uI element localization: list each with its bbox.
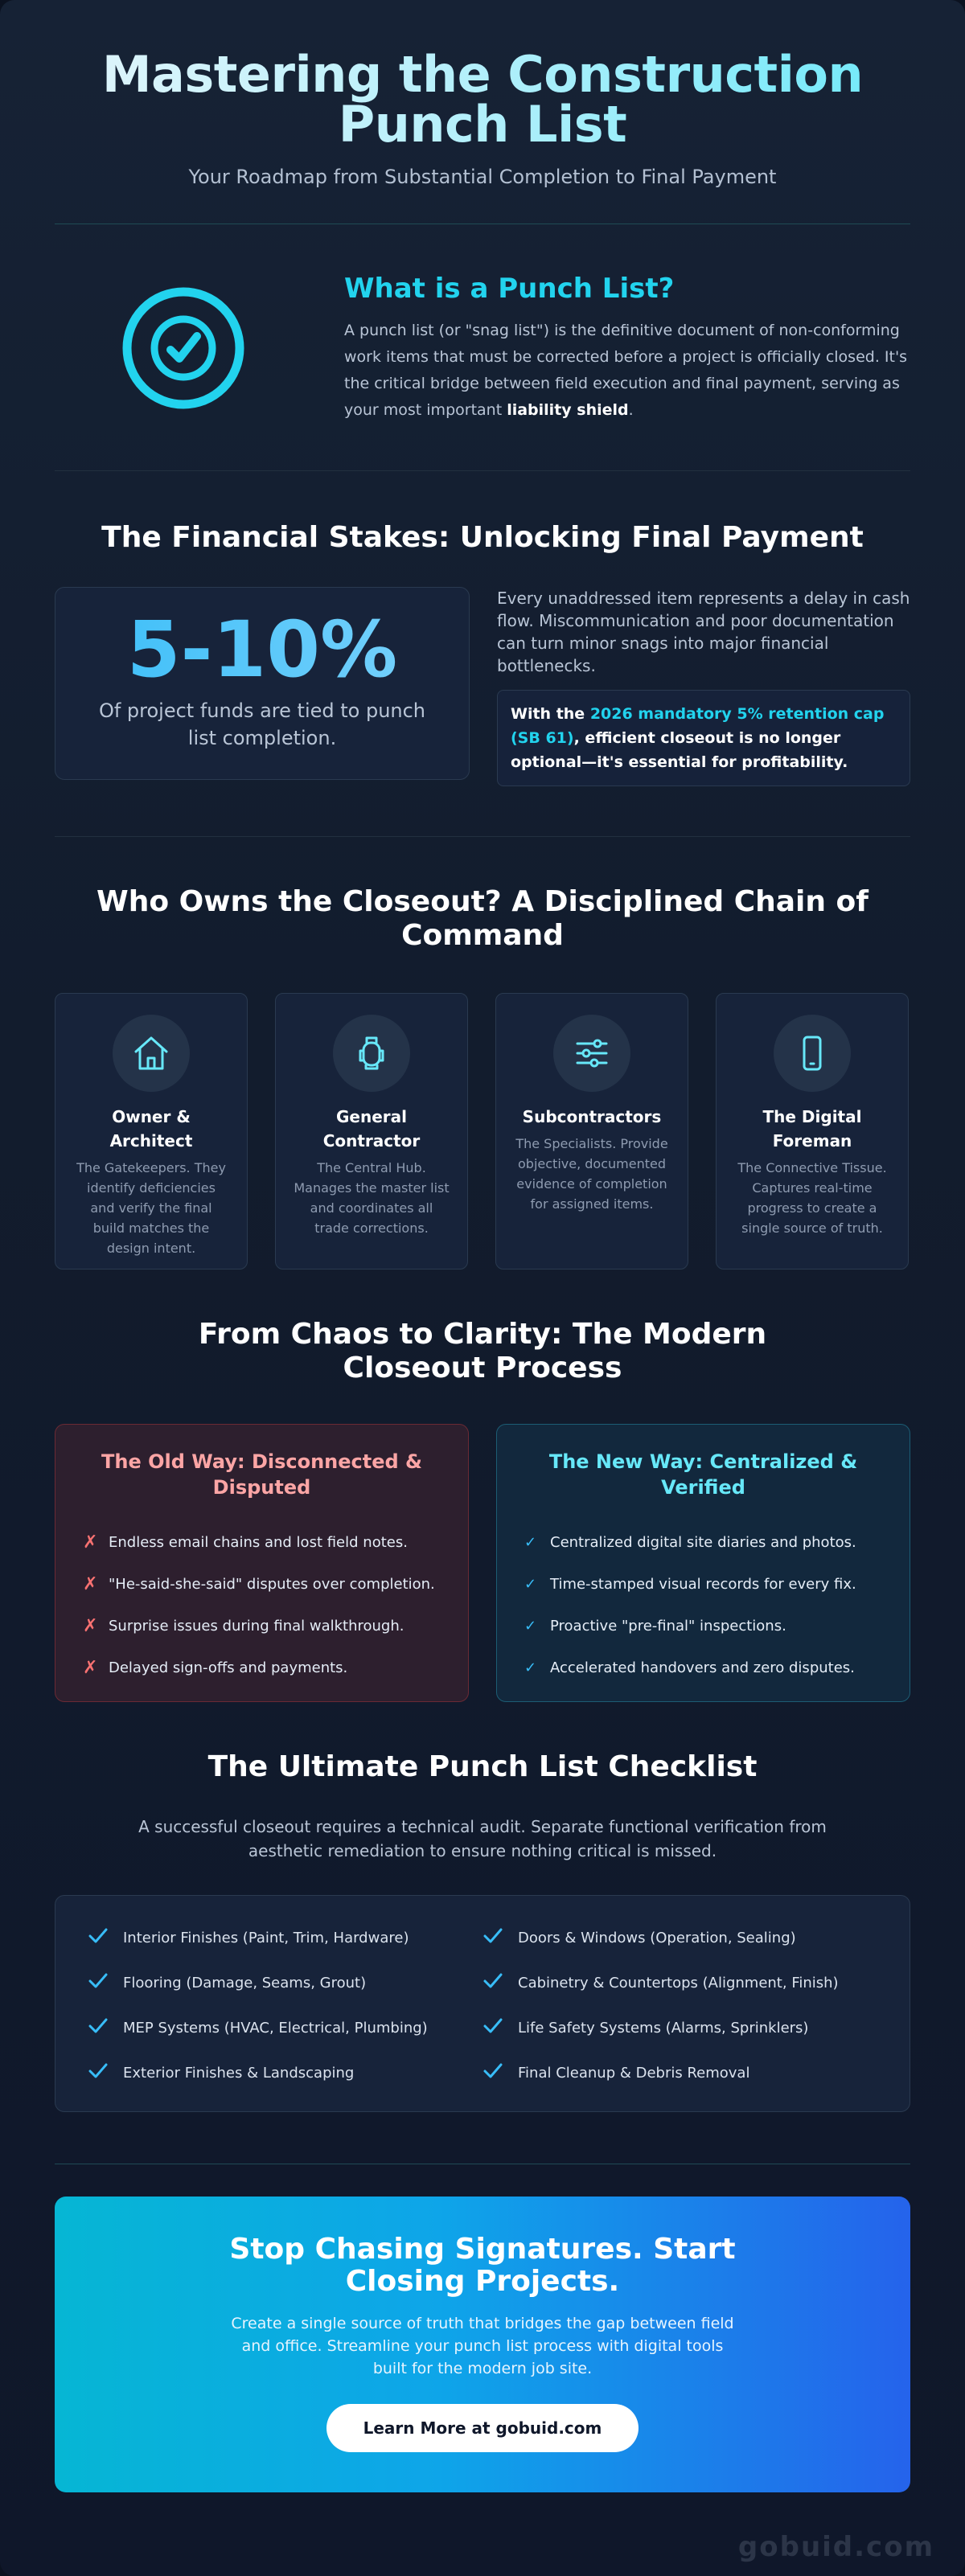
divider (55, 470, 910, 471)
financial-title: The Financial Stakes: Unlocking Final Pa… (101, 521, 864, 554)
list-item: ✗Surprise issues during final walkthroug… (83, 1615, 404, 1636)
x-mark-icon: ✗ (83, 1615, 98, 1636)
old-way-title: The Old Way: Disconnected & Disputed (101, 1450, 422, 1499)
x-mark-icon: ✗ (83, 1657, 98, 1678)
cta-title: Stop Chasing Signatures. Start Closing P… (229, 2233, 736, 2298)
checklist-item: Life Safety Systems (Alarms, Sprinklers) (482, 2005, 877, 2050)
list-item: ✓Centralized digital site diaries and ph… (524, 1533, 856, 1551)
stat-caption: Of project funds are tied to punch list … (98, 699, 426, 749)
checklist-item: Interior Finishes (Paint, Trim, Hardware… (88, 1915, 482, 1960)
cta-body: Create a single source of truth that bri… (231, 2315, 734, 2377)
chain-title: Who Owns the Closeout? A Disciplined Cha… (96, 885, 868, 952)
check-icon (482, 2017, 518, 2039)
checklist-box: Interior Finishes (Paint, Trim, Hardware… (55, 1895, 910, 2112)
check-icon (88, 1927, 123, 1949)
house-icon (113, 1015, 190, 1092)
what-is-title: What is a Punch List? (344, 273, 675, 305)
role-title: General Contractor (322, 1107, 421, 1151)
hero-header: Mastering the Construction Punch List Yo… (0, 0, 965, 188)
check-icon (88, 2062, 123, 2084)
stat-card: 5-10% Of project funds are tied to punch… (55, 587, 470, 780)
process-title: From Chaos to Clarity: The Modern Closeo… (198, 1318, 767, 1384)
check-mark-icon: ✓ (524, 1659, 537, 1676)
check-mark-icon: ✓ (524, 1617, 537, 1635)
list-item: ✓Accelerated handovers and zero disputes… (524, 1659, 855, 1676)
hard-hat-icon (333, 1015, 410, 1092)
checklist-intro: A successful closeout requires a technic… (138, 1817, 827, 1860)
new-way-card: The New Way: Centralized & Verified ✓Cen… (496, 1424, 910, 1702)
what-is-section: What is a Punch List? A punch list (or "… (0, 224, 965, 470)
title-line-2: Punch List (338, 95, 627, 154)
list-item: ✗Endless email chains and lost field not… (83, 1532, 408, 1553)
role-card-subcontractors: Subcontractors The Specialists. Provide … (495, 993, 688, 1270)
role-card-owner: Owner & Architect The Gatekeepers. They … (55, 993, 248, 1270)
check-mark-icon: ✓ (524, 1575, 537, 1593)
role-desc: The Specialists. Provide objective, docu… (515, 1136, 668, 1212)
check-mark-icon: ✓ (524, 1533, 537, 1551)
check-icon (482, 1972, 518, 1994)
stat-value: 5-10% (55, 605, 469, 694)
page-title: Mastering the Construction Punch List (0, 50, 965, 150)
retention-highlight: 2026 mandatory 5% retention cap (SB 61) (511, 705, 885, 747)
cta-banner: Stop Chasing Signatures. Start Closing P… (55, 2197, 910, 2492)
old-way-card: The Old Way: Disconnected & Disputed ✗En… (55, 1424, 469, 1702)
divider (55, 836, 910, 837)
x-mark-icon: ✗ (83, 1573, 98, 1594)
retention-callout: With the 2026 mandatory 5% retention cap… (497, 690, 910, 786)
checklist-item: Flooring (Damage, Seams, Grout) (88, 1960, 482, 2005)
financial-section: The Financial Stakes: Unlocking Final Pa… (0, 471, 965, 836)
checklist-item: Final Cleanup & Debris Removal (482, 2050, 877, 2095)
page-subtitle: Your Roadmap from Substantial Completion… (188, 166, 777, 188)
process-section: From Chaos to Clarity: The Modern Closeo… (0, 1270, 965, 1702)
checklist-item: Doors & Windows (Operation, Sealing) (482, 1915, 877, 1960)
check-icon (88, 2017, 123, 2039)
role-title: Owner & Architect (109, 1107, 193, 1151)
role-title: The Digital Foreman (762, 1107, 862, 1151)
financial-text: Every unaddressed item represents a dela… (497, 589, 910, 675)
x-mark-icon: ✗ (83, 1532, 98, 1553)
watermark: gobuid.com (737, 2531, 934, 2563)
list-item: ✓Proactive "pre-final" inspections. (524, 1617, 786, 1635)
check-icon (482, 2062, 518, 2084)
new-way-title: The New Way: Centralized & Verified (548, 1450, 858, 1499)
learn-more-button[interactable]: Learn More at gobuid.com (326, 2404, 639, 2452)
role-desc: The Gatekeepers. They identify deficienc… (76, 1160, 226, 1256)
role-desc: The Connective Tissue. Captures real-tim… (737, 1160, 887, 1236)
checklist-item: MEP Systems (HVAC, Electrical, Plumbing) (88, 2005, 482, 2050)
smartphone-icon (774, 1015, 851, 1092)
role-card-digital-foreman: The Digital Foreman The Connective Tissu… (716, 993, 909, 1270)
cta-section: Stop Chasing Signatures. Start Closing P… (0, 2164, 965, 2492)
role-card-gc: General Contractor The Central Hub. Mana… (275, 993, 468, 1270)
check-icon (88, 1972, 123, 1994)
list-item: ✓Time-stamped visual records for every f… (524, 1575, 856, 1593)
checklist-section: The Ultimate Punch List Checklist A succ… (0, 1702, 965, 2112)
list-item: ✗"He-said-she-said" disputes over comple… (83, 1573, 435, 1594)
role-desc: The Central Hub. Manages the master list… (294, 1160, 450, 1236)
check-badge-icon (55, 284, 312, 412)
checklist-item: Cabinetry & Countertops (Alignment, Fini… (482, 1960, 877, 2005)
list-item: ✗Delayed sign-offs and payments. (83, 1657, 348, 1678)
checklist-title: The Ultimate Punch List Checklist (207, 1750, 758, 1783)
check-icon (482, 1927, 518, 1949)
what-is-body: A punch list (or "snag list") is the def… (344, 322, 908, 419)
role-title: Subcontractors (522, 1107, 662, 1126)
chain-of-command-section: Who Owns the Closeout? A Disciplined Cha… (0, 837, 965, 1270)
checklist-item: Exterior Finishes & Landscaping (88, 2050, 482, 2095)
sliders-icon (553, 1015, 630, 1092)
liability-shield-text: liability shield (507, 401, 629, 419)
